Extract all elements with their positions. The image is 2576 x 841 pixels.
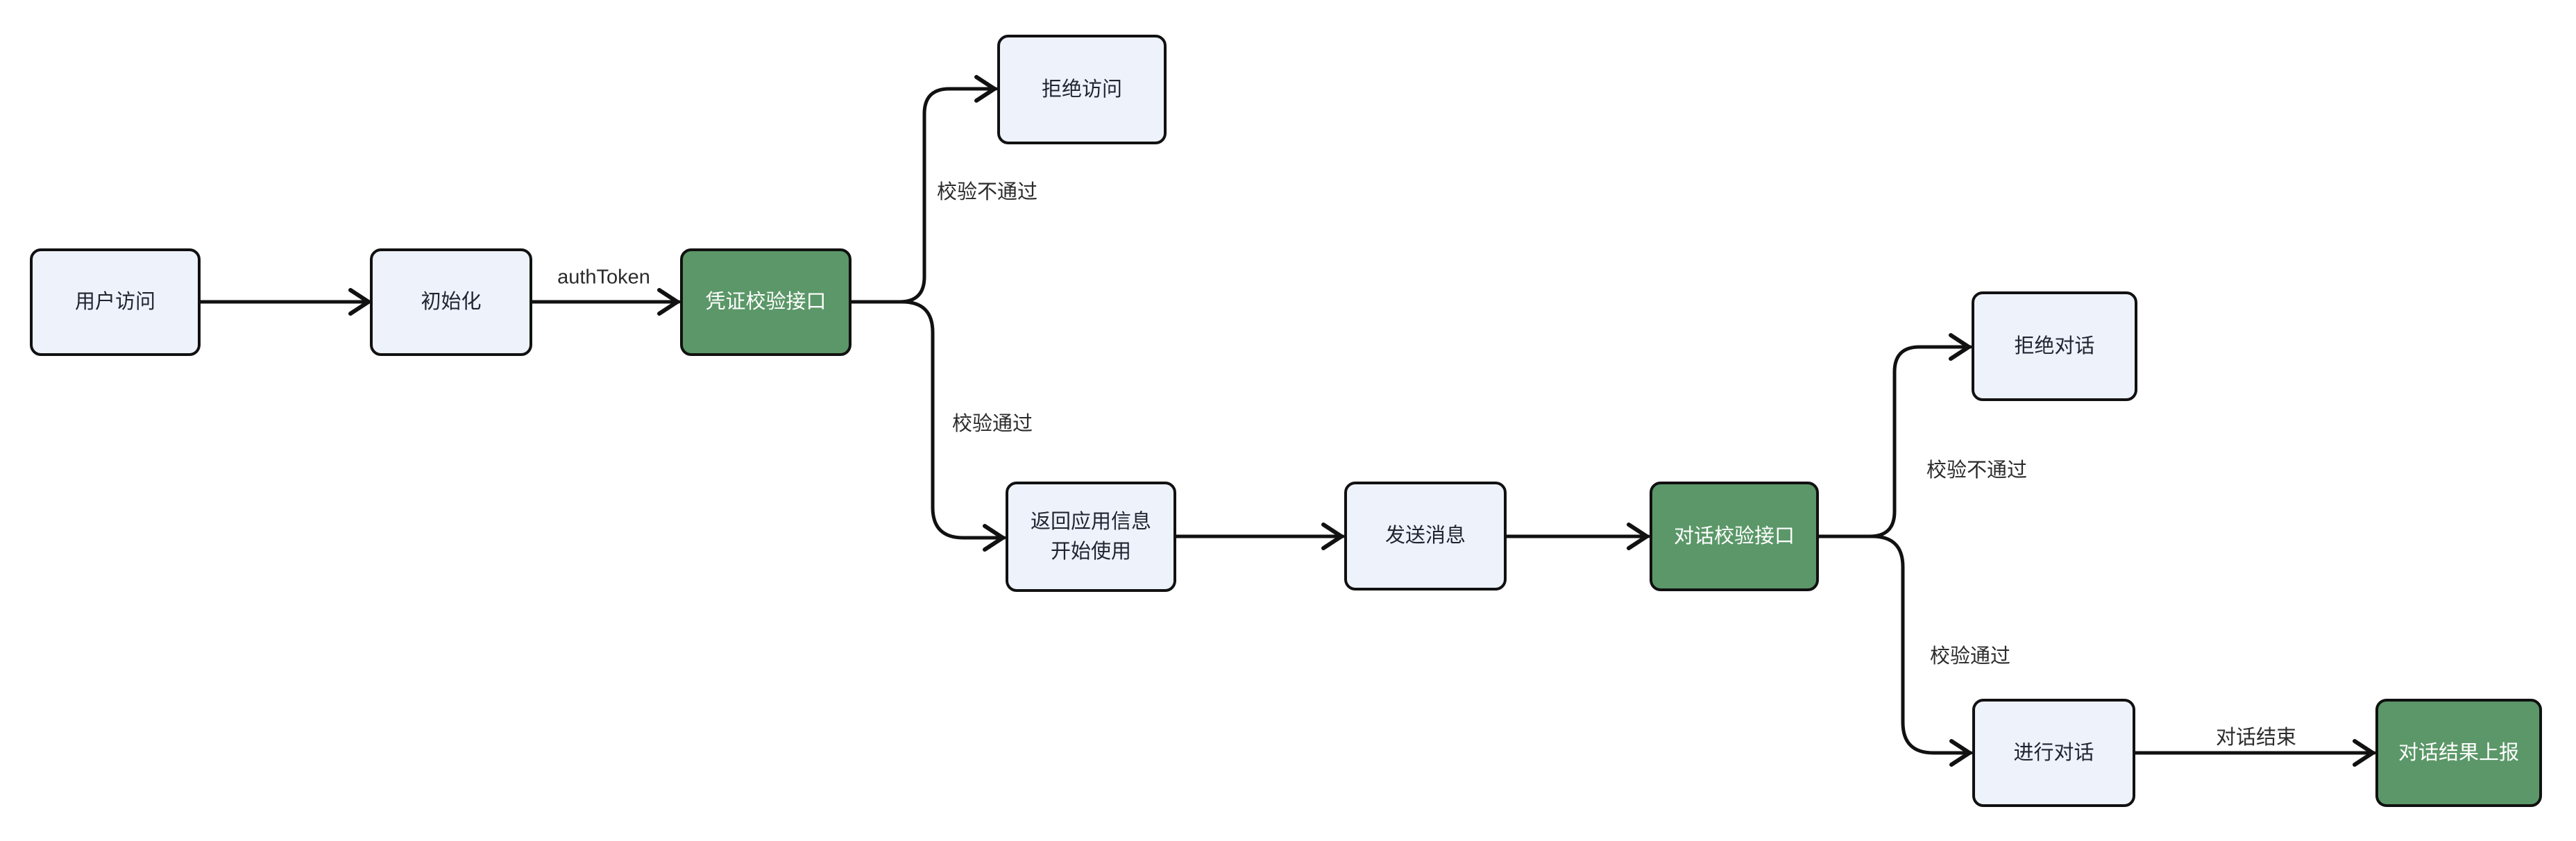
arrowhead-icon — [2353, 739, 2375, 767]
node-deny-access: 拒绝访问 — [997, 35, 1167, 144]
node-init-label: 初始化 — [421, 291, 482, 314]
node-do-dialog: 进行对话 — [1972, 699, 2135, 807]
node-send-message: 发送消息 — [1344, 482, 1507, 591]
arrowhead-icon — [983, 524, 1005, 552]
arrowhead-icon — [1949, 333, 1971, 361]
edge-label-check-pass-1: 校验通过 — [952, 413, 1033, 435]
node-dialog-check-api: 对话校验接口 — [1650, 482, 1819, 591]
node-user-access-label: 用户访问 — [74, 291, 155, 314]
node-credential-check-api: 凭证校验接口 — [680, 248, 851, 356]
node-return-app-info-line2: 开始使用 — [1050, 540, 1131, 563]
node-return-app-info: 返回应用信息 开始使用 — [1006, 482, 1176, 592]
edge-dialog-check-to-do-dialog — [1817, 534, 1973, 755]
edge-label-check-fail-1: 校验不通过 — [937, 181, 1038, 203]
edge-dialog-check-to-deny-dialog — [1817, 345, 1972, 538]
edge-label-dialog-end: 对话结束 — [2215, 727, 2297, 749]
arrowhead-icon — [1627, 523, 1649, 550]
edge-label-check-pass-2: 校验通过 — [1930, 645, 2011, 668]
node-credential-check-api-label: 凭证校验接口 — [705, 291, 827, 314]
edge-credential-check-to-return-app-info — [849, 300, 1006, 540]
edge-credential-check-to-deny-access — [849, 87, 998, 304]
arrowhead-icon — [348, 288, 371, 316]
node-do-dialog-label: 进行对话 — [2013, 741, 2094, 764]
edge-label-auth-token: authToken — [557, 266, 650, 289]
node-user-access: 用户访问 — [30, 248, 201, 356]
arrowhead-icon — [657, 288, 679, 316]
node-deny-access-label: 拒绝访问 — [1041, 78, 1122, 101]
node-deny-dialog-label: 拒绝对话 — [2014, 334, 2095, 357]
node-deny-dialog: 拒绝对话 — [1972, 291, 2137, 401]
node-init: 初始化 — [370, 248, 532, 356]
node-return-app-info-line1: 返回应用信息 — [1030, 511, 1151, 534]
node-dialog-result-report-label: 对话结果上报 — [2398, 741, 2519, 764]
edge-label-check-fail-2: 校验不通过 — [1926, 459, 2028, 482]
node-dialog-result-report: 对话结果上报 — [2375, 699, 2542, 807]
node-dialog-check-api-label: 对话校验接口 — [1673, 525, 1795, 547]
arrowhead-icon — [1321, 523, 1344, 550]
arrowhead-icon — [974, 75, 997, 103]
arrowhead-icon — [1949, 739, 1972, 767]
node-send-message-label: 发送消息 — [1384, 525, 1466, 547]
